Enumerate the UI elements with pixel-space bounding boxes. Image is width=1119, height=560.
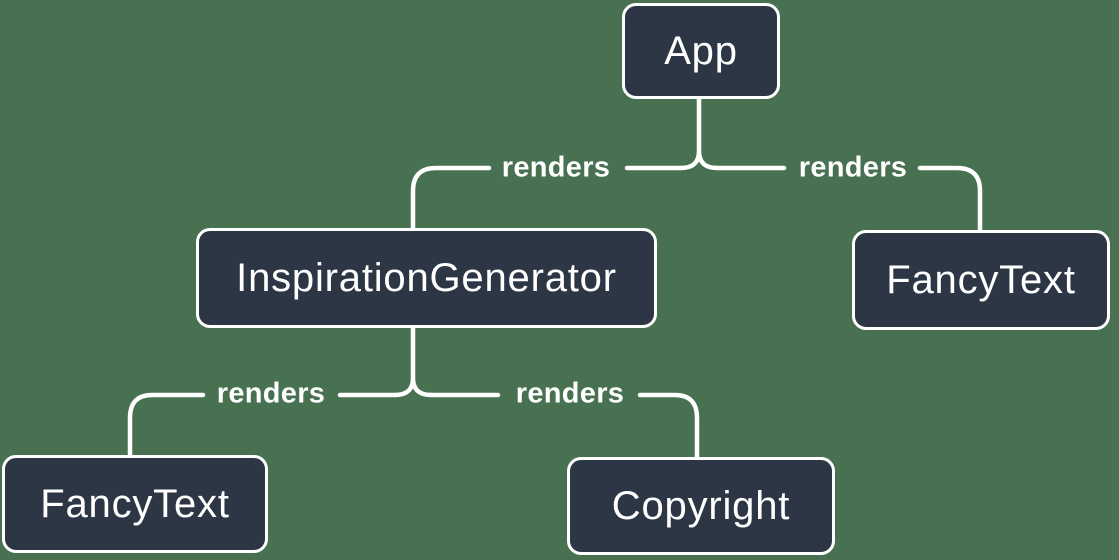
node-copyright-label: Copyright	[611, 483, 791, 528]
edge-label-app-fancytext: renders	[798, 151, 908, 184]
edge-app-stem	[678, 96, 720, 171]
edge-label-inspirationgenerator-fancytext: renders	[216, 377, 326, 410]
node-fancy-text-bottom: FancyText	[2, 455, 268, 553]
node-fancy-text-top-label: FancyText	[886, 257, 1076, 302]
node-app-label: App	[664, 28, 738, 73]
node-copyright: Copyright	[567, 457, 835, 555]
edge-inspirationgenerator-stem	[392, 325, 434, 398]
node-inspiration-generator-label: InspirationGenerator	[236, 255, 617, 300]
edge-label-inspirationgenerator-copyright: renders	[515, 377, 625, 410]
edge-label-app-inspirationgenerator: renders	[501, 151, 611, 184]
node-fancy-text-bottom-label: FancyText	[40, 481, 230, 526]
node-inspiration-generator: InspirationGenerator	[196, 228, 657, 328]
node-fancy-text-top: FancyText	[852, 230, 1110, 330]
node-app: App	[622, 3, 780, 99]
